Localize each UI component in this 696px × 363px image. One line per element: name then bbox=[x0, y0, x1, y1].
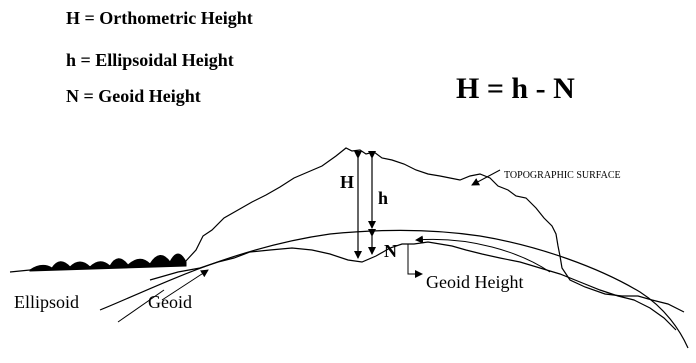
label-geoid: Geoid bbox=[148, 292, 192, 312]
label-ellipsoid: Ellipsoid bbox=[14, 292, 79, 312]
geoid-label-pointer bbox=[161, 269, 209, 301]
height-formula: H = h - N bbox=[456, 72, 575, 105]
ellipsoid-label-pointer bbox=[117, 289, 165, 323]
definition-orthometric-height: H = Orthometric Height bbox=[66, 8, 253, 28]
definition-geoid-height: N = Geoid Height bbox=[66, 86, 201, 106]
label-N: N bbox=[384, 241, 397, 261]
terrain-bumps bbox=[29, 253, 187, 272]
geoid-height-leader bbox=[415, 235, 551, 273]
label-H: H bbox=[340, 172, 354, 192]
geoid-height-pointer bbox=[407, 244, 423, 278]
label-h: h bbox=[378, 188, 388, 208]
definition-ellipsoidal-height: h = Ellipsoidal Height bbox=[66, 50, 234, 70]
label-geoid-height: Geoid Height bbox=[426, 272, 523, 292]
geoid-line bbox=[149, 241, 677, 331]
topographic-surface-pointer bbox=[471, 169, 501, 186]
label-topographic-surface: TOPOGRAPHIC SURFACE bbox=[504, 170, 621, 181]
